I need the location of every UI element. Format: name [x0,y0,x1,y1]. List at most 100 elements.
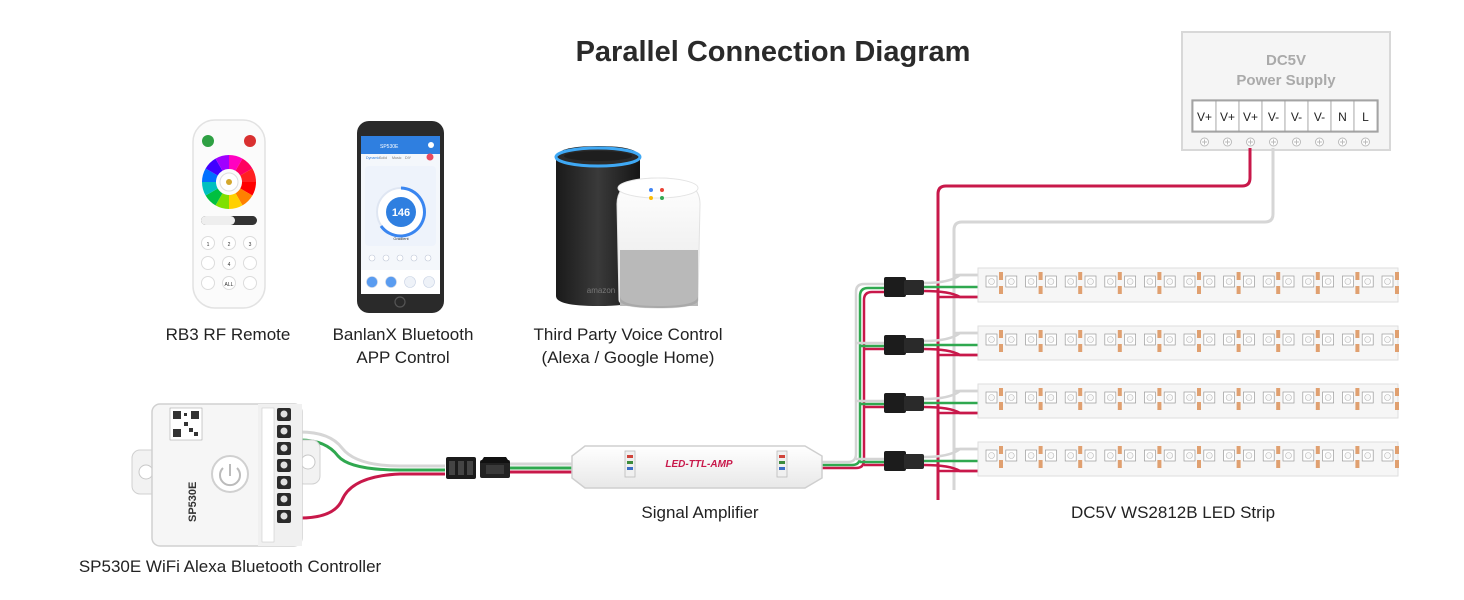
solder-pad [1355,344,1360,352]
solder-pad [1117,330,1122,338]
psu-terminal-label: V- [1291,110,1302,124]
controller-terminal-block [261,407,291,543]
solder-pad [1157,402,1162,410]
psu-positive-wire [936,148,1252,500]
solder-pad [1355,286,1360,294]
remote-button [201,256,215,270]
solder-pad [999,388,1003,396]
controller-terminal-screw [280,512,288,520]
solder-pad [1197,344,1201,352]
signal-amplifier: LED-TTL-AMP [571,445,823,489]
psu-title-line2: Power Supply [1236,72,1336,89]
app-tab: DIY [405,156,412,160]
controller-terminal-screw [280,410,288,418]
branch-wiring [822,273,978,473]
solder-pad [1236,388,1241,396]
remote-caption: RB3 RF Remote [165,325,291,344]
solder-pad [1236,446,1241,454]
solder-pad [1355,272,1360,280]
solder-pad [1157,388,1162,396]
solder-pad [1276,286,1281,294]
color-wheel-segment [202,182,218,196]
trunk-data-wire [822,286,884,467]
trunk-negative-wire [822,282,884,464]
color-wheel-segment [205,188,223,206]
controller-terminal-screw [280,461,288,469]
color-wheel-segment [215,193,229,209]
solder-pad [1395,388,1399,396]
solder-pad [1276,388,1281,396]
app-nav-button [366,276,378,288]
app-tab: Solid [379,156,387,160]
controller-terminal-screw [280,444,288,452]
app-preset-icon [396,254,404,262]
psu-terminal-label: V+ [1220,110,1235,124]
remote-button-label: 4 [228,262,231,268]
solder-pad [1355,402,1360,410]
solder-pad [999,402,1003,410]
solder-pad [1395,286,1399,294]
remote-button-label: 1 [207,242,210,248]
led-strip [977,325,1399,361]
solder-pad [1197,272,1201,280]
solder-pad [1117,272,1122,280]
solder-pad [1355,460,1360,468]
psu-title-line1: DC5V [1266,52,1306,69]
solder-pad [1157,344,1162,352]
controller-model-text: SP530E [187,482,199,522]
color-wheel-segment [215,155,229,171]
solder-pad [1236,272,1241,280]
solder-pad [1117,402,1122,410]
smart-speakers: amazon [554,146,701,309]
app-tab: Music [392,156,402,160]
connector-plug [446,457,510,479]
solder-pad [1355,330,1360,338]
psu-terminal-cell [1353,100,1378,132]
branch-connector [884,277,906,297]
psu-terminal-label: V+ [1243,110,1258,124]
led-strip-group [977,267,1399,477]
solder-pad [1197,446,1201,454]
solder-pad [1038,286,1043,294]
solder-pad [1078,272,1083,280]
controller-negative-wire [299,430,445,468]
solder-pad [1078,286,1083,294]
solder-pad [1276,460,1281,468]
solder-pad [999,460,1003,468]
solder-pad [1117,446,1122,454]
color-wheel-segment [235,188,253,206]
psu-terminal-label: V- [1268,110,1279,124]
color-wheel-segment [205,158,223,176]
solder-pad [1236,402,1241,410]
app-caption-line1: BanlanX Bluetooth [332,325,474,344]
app-tab: Dynamic [366,156,380,160]
solder-pad [1395,402,1399,410]
controller-caption: SP530E WiFi Alexa Bluetooth Controller [78,557,382,576]
solder-pad [1038,388,1043,396]
branch-connector-mate [904,338,924,353]
app-mode: Gradient [393,236,409,241]
solder-pad [1157,460,1162,468]
solder-pad [1078,330,1083,338]
amplifier-caption: Signal Amplifier [641,503,759,522]
solder-pad [1117,286,1122,294]
app-nav-button [385,276,397,288]
solder-pad [1038,272,1043,280]
solder-pad [1276,330,1281,338]
solder-pad [1038,330,1043,338]
app-preset-icon [368,254,376,262]
trunk-positive-wire [822,290,884,470]
amplifier-body-text: LED-TTL-AMP [665,459,733,470]
color-wheel-segment [229,193,243,209]
solder-pad [1157,330,1162,338]
app-caption-line2: APP Control [356,348,450,367]
branch-connector [884,451,906,471]
solder-pad [1276,402,1281,410]
solder-pad [1117,460,1122,468]
solder-pad [999,286,1003,294]
solder-pad [1157,272,1162,280]
solder-pad [1315,446,1320,454]
led-strip [977,267,1399,303]
led-strip [977,383,1399,419]
